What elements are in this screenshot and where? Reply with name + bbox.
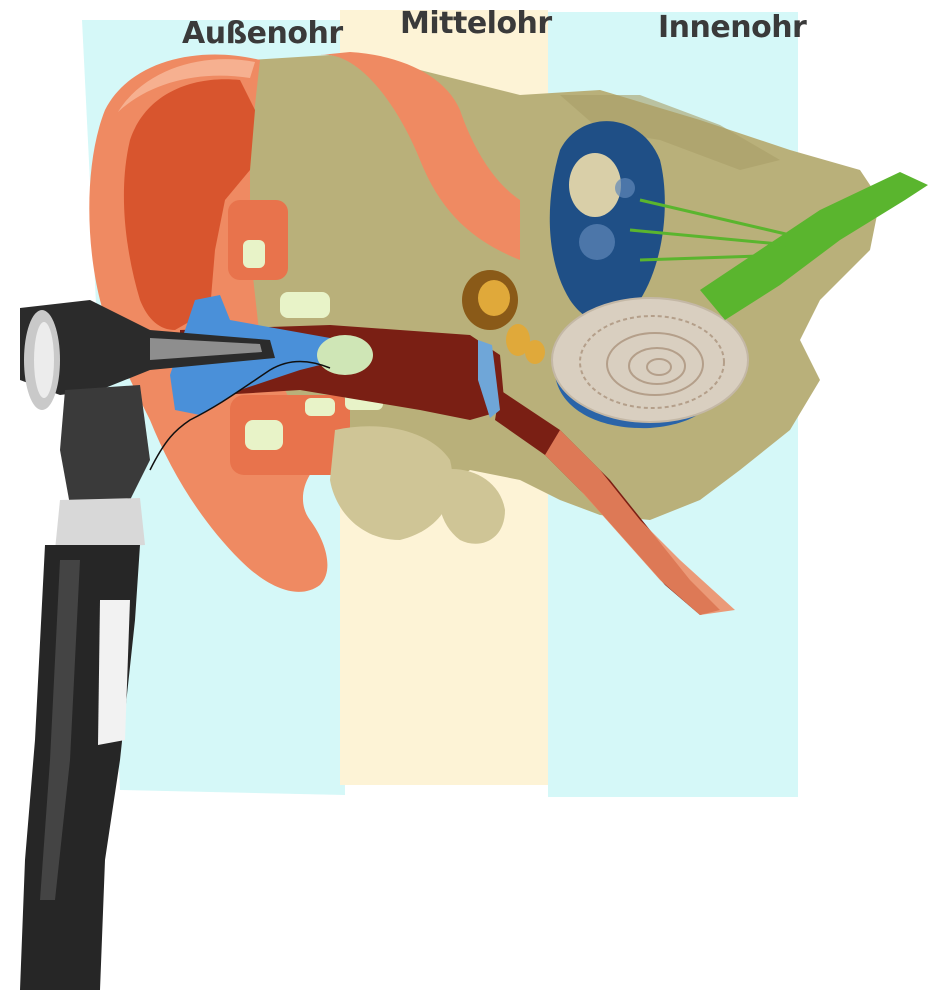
middle-ear-label: Mittelohr [400,6,552,41]
cochlea [552,298,748,422]
otoscope-neck [60,385,150,505]
cartilage-spot-1 [243,240,265,268]
cartilage-spot-2 [280,292,330,318]
vestibule-glow-1 [579,224,615,260]
malleus-highlight [478,280,510,316]
cartilage-spot-3 [245,420,283,450]
otoscope-collar [55,498,145,550]
stapes [525,340,545,364]
outer-ear-label: Außenohr [182,16,343,51]
cartilage-spot-4 [305,398,335,416]
speculum-end [317,335,373,375]
semicircular-canal-opening [569,153,621,217]
otoscope-lens-inner [34,322,54,398]
cochlea-body [552,298,748,422]
otoscope-handle-grip [98,600,130,745]
vestibule-glow-2 [615,178,635,198]
inner-ear-label: Innenohr [658,10,806,45]
